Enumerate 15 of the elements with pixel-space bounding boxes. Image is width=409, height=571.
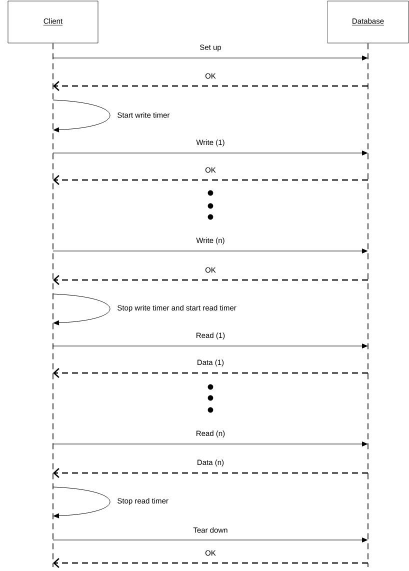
message-arrow <box>53 368 368 378</box>
message-arrow <box>52 442 368 446</box>
message-arrow <box>52 538 368 542</box>
message-arrow <box>52 56 368 60</box>
message-arrow <box>53 558 368 568</box>
message-arrow <box>53 81 368 91</box>
self-message-arrow <box>52 100 110 132</box>
message-arrow <box>52 248 368 254</box>
self-message-arrow <box>52 486 110 518</box>
message-arrow <box>53 275 368 285</box>
message-arrow <box>52 344 368 348</box>
message-arrow <box>52 150 368 156</box>
self-message-arrow <box>52 294 110 326</box>
message-arrow <box>53 175 368 185</box>
message-arrow <box>53 468 368 478</box>
